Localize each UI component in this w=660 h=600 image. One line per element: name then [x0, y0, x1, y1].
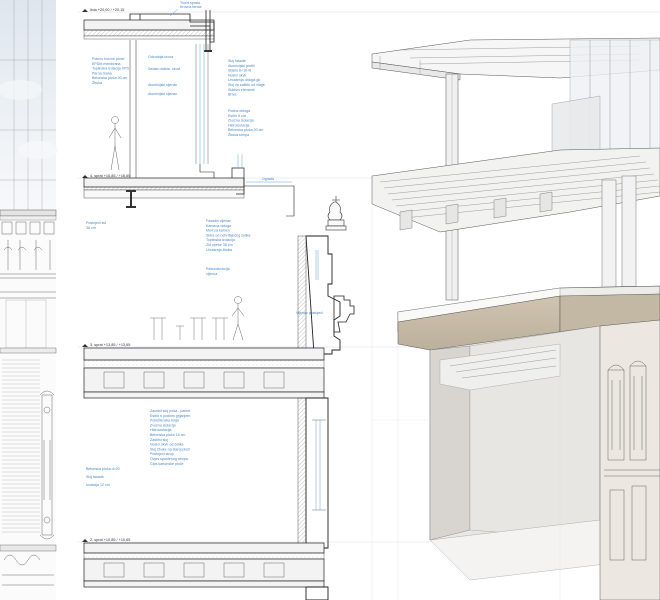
- wall-section-drawing: linia +20,00 / +20,15 4. sprat +16,85 / …: [78, 0, 660, 600]
- label-cornice: Vijenac postojeći: [296, 311, 323, 315]
- top-label: Tlocrt sprata: [180, 1, 200, 5]
- level-marker-floor2: 2. sprat +10,85 / +10,65: [82, 538, 130, 542]
- spec-text-cornice: Rekonstrukcija vijenca: [206, 267, 231, 276]
- level-label-roof: linia +20,00 / +20,15: [90, 8, 124, 12]
- label-parapet: Ograda: [262, 177, 274, 181]
- svg-text:Rekonstrukcija vijenca: Rekonstrukcija vijenca: [206, 267, 231, 276]
- spec-text-upper: Sloj fasade Aluminijski profili Staklo 6…: [228, 59, 266, 97]
- steel-i-beam: [126, 190, 136, 208]
- svg-text:Sloj fasade Aluminijsk: Sloj fasade Aluminijski profili Staklo 6…: [228, 59, 266, 97]
- svg-text:Fasadni vijenac Kamena: Fasadni vijenac Kamena obloga Mort za ka…: [206, 219, 251, 252]
- svg-text:Postojeći zid 38 cm: Postojeći zid 38 cm: [86, 221, 107, 230]
- label-screen: Aluminijski vijenac: [148, 92, 177, 96]
- label-canopy: Krovna tenda: [180, 5, 201, 9]
- spec-text-upper-b: Podna obloga Estrih 5 cm Zvučna izolacij…: [228, 109, 264, 137]
- label-glass: Sedam stakla, okovi: [148, 67, 180, 71]
- level-label-floor2: 2. sprat +10,85 / +10,65: [90, 538, 130, 542]
- furniture-stools: [150, 317, 228, 340]
- ornamental-urn: [325, 196, 347, 231]
- label-facade: Aluminijski vijenac: [148, 83, 177, 87]
- level-label-floor4: 4. sprat +16,85 / +16,65: [90, 174, 130, 178]
- level-marker-floor3: 3. sprat +13,85 / +13,65: [82, 343, 130, 347]
- svg-text:Pokrov krovne ploče EP: Pokrov krovne ploče EPDM membrana Toplin…: [92, 57, 130, 85]
- svg-text:Podna obloga Estrih 5: Podna obloga Estrih 5 cm Zvučna izolacij…: [228, 109, 264, 137]
- level-marker-floor4: 4. sprat +16,85 / +16,65: [82, 174, 130, 178]
- label-slab-note: Betonska ploča d=20: [86, 467, 120, 471]
- facade-elevation-panel: [0, 0, 58, 600]
- level-label-floor3: 3. sprat +13,85 / +13,65: [90, 343, 130, 347]
- level-marker-roof: linia +20,00 / +20,15: [82, 8, 124, 12]
- spec-text-left: Postojeći zid 38 cm: [86, 221, 107, 230]
- svg-text:Završni sloj poda - parket: Završni sloj poda - parket Estrih s podn…: [150, 409, 191, 466]
- spec-text-roof: Pokrov krovne ploče EPDM membrana Toplin…: [92, 57, 130, 85]
- person-figure-upper: [108, 116, 122, 171]
- label-wall-note: Sloj fasade: [86, 475, 104, 479]
- spec-text-middle: Fasadni vijenac Kamena obloga Mort za ka…: [206, 219, 251, 252]
- label-insulation-note: Izolacija 12 cm: [86, 483, 110, 487]
- label-pipe: Odvodnja krova: [148, 55, 173, 59]
- spec-text-lower: Završni sloj poda - parket Estrih s podn…: [150, 409, 191, 466]
- person-figure-middle: [231, 296, 245, 341]
- axonometric-cutaway-panel: [371, 37, 660, 600]
